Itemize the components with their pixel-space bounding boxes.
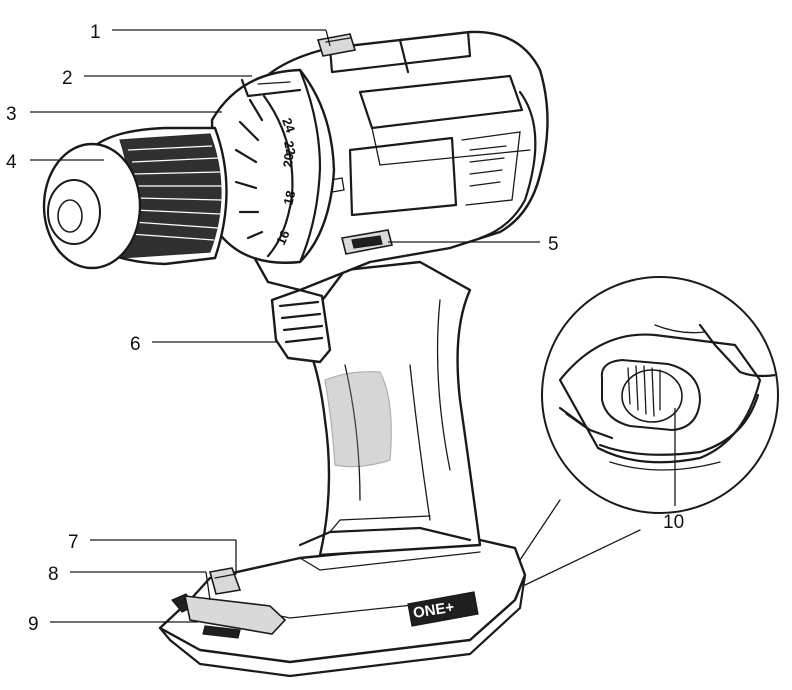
scale-16: 16 bbox=[273, 228, 293, 247]
drill-base: ONE+ bbox=[158, 538, 527, 678]
callout-1: 1 bbox=[90, 22, 101, 43]
clutch-collar: 24 22 20 18 16 bbox=[210, 68, 336, 264]
callout-8: 8 bbox=[48, 564, 59, 585]
inset-connector-right bbox=[524, 529, 641, 586]
drill-handle bbox=[298, 260, 482, 557]
callout-7: 7 bbox=[68, 532, 79, 553]
scale-18: 18 bbox=[280, 189, 298, 207]
chuck-opening bbox=[57, 199, 83, 233]
direction-selector bbox=[341, 229, 393, 255]
callout-2: 2 bbox=[62, 68, 73, 89]
torque-ring-ribs bbox=[234, 98, 264, 240]
motor-housing bbox=[248, 30, 549, 292]
scale-22: 22 bbox=[281, 140, 299, 157]
one-plus-logo: ONE+ bbox=[407, 591, 479, 627]
callout-9: 9 bbox=[28, 614, 39, 635]
logo-text: ONE+ bbox=[412, 599, 456, 622]
callout-5: 5 bbox=[548, 234, 559, 255]
callout-10: 10 bbox=[663, 512, 684, 533]
callout-numbers: 1 2 3 4 5 6 7 8 9 10 bbox=[6, 22, 684, 635]
detail-inset bbox=[519, 276, 779, 586]
leader-8b bbox=[205, 571, 211, 601]
battery-latch bbox=[183, 595, 287, 635]
scale-20: 20 bbox=[280, 152, 296, 168]
clutch-scale: 24 22 20 18 16 bbox=[273, 116, 299, 247]
inset-connector-left bbox=[519, 499, 561, 561]
button-ribs bbox=[627, 365, 661, 417]
leader-1b bbox=[325, 29, 331, 47]
trigger-switch bbox=[270, 288, 332, 364]
gear-selector bbox=[316, 33, 357, 57]
bit-holder-slot bbox=[202, 625, 241, 639]
callout-lines bbox=[30, 29, 676, 623]
callout-6: 6 bbox=[130, 334, 141, 355]
chuck-grip-lines bbox=[127, 145, 223, 241]
callout-4: 4 bbox=[6, 152, 17, 173]
keyless-chuck bbox=[42, 126, 228, 270]
callout-3: 3 bbox=[6, 104, 17, 125]
scale-24: 24 bbox=[279, 116, 298, 135]
